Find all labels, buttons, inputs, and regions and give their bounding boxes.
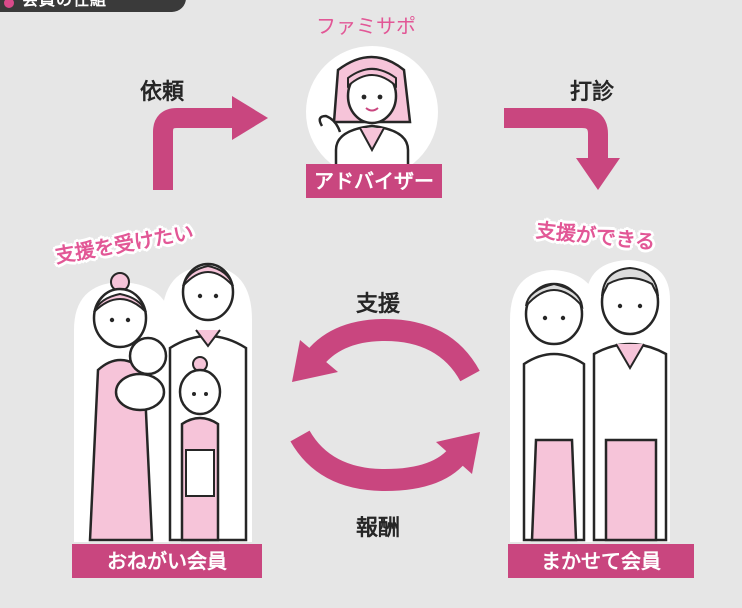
reward-label: 報酬 [356,516,401,541]
family-illustration [74,262,252,542]
elderly-couple-illustration [510,260,670,542]
bullet-icon [4,0,14,8]
advisor-illustration [306,46,438,180]
section-tab-label: 会員の仕組 [22,0,107,10]
support-arrow [292,318,480,382]
support-label: 支援 [356,292,401,317]
request-label: 依頼 [140,80,185,105]
request-arrow [153,96,268,190]
advisor-title: ファミサポ [316,14,416,38]
requester-role-box: おねがい会員 [72,544,262,578]
reward-arrow [290,430,480,492]
consult-label: 打診 [570,80,615,105]
section-tab: 会員の仕組 [0,0,186,12]
supporter-role-box: まかせて会員 [508,544,694,578]
advisor-role-box: アドバイザー [306,164,442,198]
consult-arrow [504,108,620,190]
